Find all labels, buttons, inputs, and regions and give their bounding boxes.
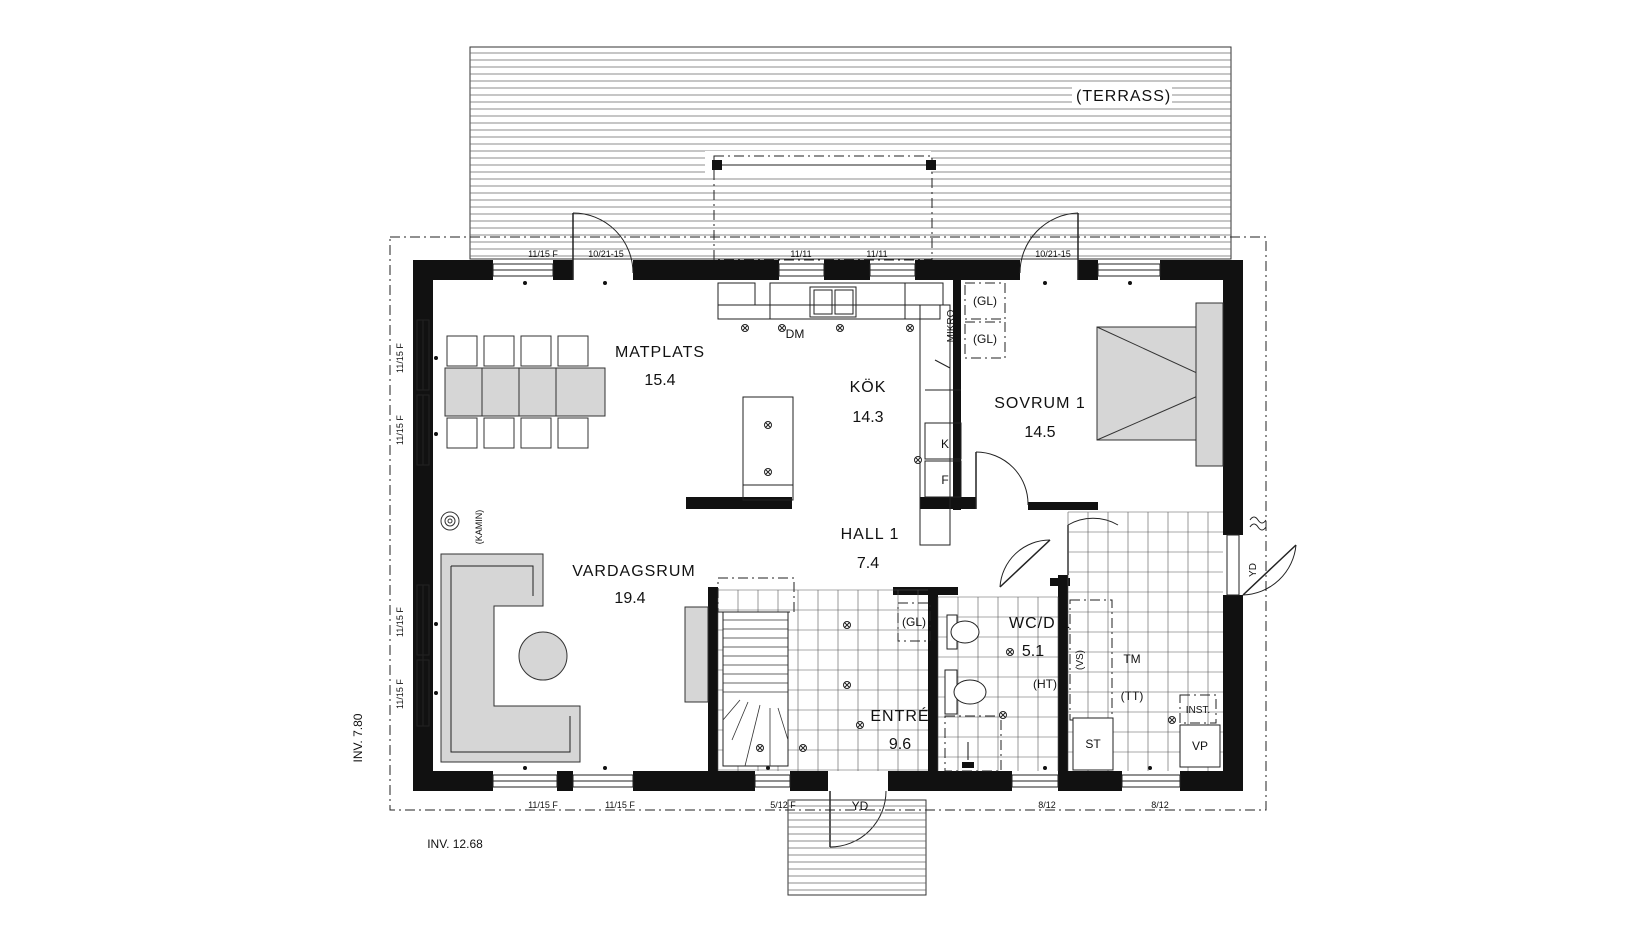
kitchen-sink [809,286,857,318]
window-label-left-3: 11/15 F [395,607,405,637]
tv-bench [684,606,709,703]
terrace-door-left[interactable] [572,212,634,280]
window-label-bottom-4: 8/12 [1038,800,1056,810]
window-label-bottom-2: 11/15 F [605,800,635,810]
entry-wardrobe-label: (GL) [902,615,926,629]
freezer-label: F [941,473,948,487]
level-label-bottom: INV. 12.68 [427,837,483,851]
washbasin [944,669,987,715]
laundry-door[interactable] [1067,517,1119,575]
kitchen-counter [717,282,951,546]
storage-cabinet [1072,717,1114,771]
kitchen-area: 14.3 [852,409,883,426]
terrace-door-right[interactable] [1019,212,1079,280]
window-label-bottom-5: 8/12 [1151,800,1169,810]
side-entrance-door[interactable] [1242,544,1297,596]
hall-name: HALL 1 [841,526,900,543]
dining-name: MATPLATS [615,344,705,361]
dining-table [444,367,606,417]
towel-rail-label: (HT) [1033,677,1057,691]
electrical-outlets [741,324,1176,752]
interior-walls [686,280,1098,771]
level-label-side: INV. 7.80 [351,713,365,762]
outdoor-tap-icon [1249,516,1267,531]
window-label-bottom-3: 5/12 F [770,800,796,810]
living-name: VARDAGSRUM [572,563,696,580]
exterior-walls [413,260,1243,791]
door-label-top-2: 10/21-15 [1035,249,1071,259]
kitchen-island [742,396,794,501]
fireplace [440,511,460,531]
shower-area [944,715,1002,772]
terrace-deck [469,46,1232,260]
microwave-label: MIKRO [946,309,957,342]
glass-cabinet-1-label: (GL) [973,294,997,308]
wc-door[interactable] [999,539,1051,588]
front-steps [787,799,927,896]
window-label-top-3: 11/11 [866,249,887,259]
glass-cabinet-2-label: (GL) [973,332,997,346]
heat-pump-label: VP [1192,739,1208,753]
floor-drain [962,742,974,768]
hall-area: 7.4 [857,555,879,572]
window-label-top-1: 11/15 F [528,249,558,259]
dishwasher-label: DM [786,327,805,341]
fireplace-label: (KAMIN) [474,510,484,545]
glass-cabinet-1 [964,282,1006,320]
window-label-left-4: 11/15 F [395,679,405,709]
sofa [440,553,581,763]
side-door-label: YD [1248,563,1259,577]
fridge-label: K [941,437,949,451]
window-label-top-2: 11/11 [790,249,811,259]
kitchen-name: KÖK [850,378,887,396]
plot-boundary [389,236,1267,811]
glass-cabinet-2 [964,321,1006,359]
heat-pump [1179,724,1221,768]
vs-label: (VS) [1075,650,1086,670]
front-door-label: YD [852,799,869,813]
window-label-bottom-1: 11/15 F [528,800,558,810]
installation-label: INST. [1186,705,1210,716]
bedroom-name: SOVRUM 1 [994,395,1086,412]
entry-wardrobe [897,602,931,642]
windows [416,263,1240,788]
pergola-outline [712,155,936,261]
toilet [946,614,980,650]
living-area: 19.4 [614,590,645,607]
dryer-label: (TT) [1121,689,1144,703]
dining-chairs [446,335,589,449]
coffee-table [518,631,568,681]
washer-label: TM [1123,652,1140,666]
window-label-left-2: 11/15 F [395,415,405,445]
window-label-left-1: 11/15 F [395,343,405,373]
staircase [717,577,795,767]
entry-area: 9.6 [889,736,911,753]
wc-area: 5.1 [1022,643,1044,660]
dining-area: 15.4 [644,372,675,389]
bed [1096,302,1224,467]
window-sill-marks [434,281,1152,770]
wc-name: WC/D 1 [1009,615,1071,632]
door-label-top-1: 10/21-15 [588,249,624,259]
terrace-label: (TERRASS) [1076,88,1171,105]
wc-tile-floor [937,596,1059,771]
bedroom-area: 14.5 [1024,424,1055,441]
fridge-freezer [924,359,962,498]
installation-box [1179,694,1217,724]
bedroom-door[interactable] [975,451,1029,509]
storage-cabinet-label: ST [1085,737,1101,751]
entry-name: ENTRÉ [870,706,929,725]
